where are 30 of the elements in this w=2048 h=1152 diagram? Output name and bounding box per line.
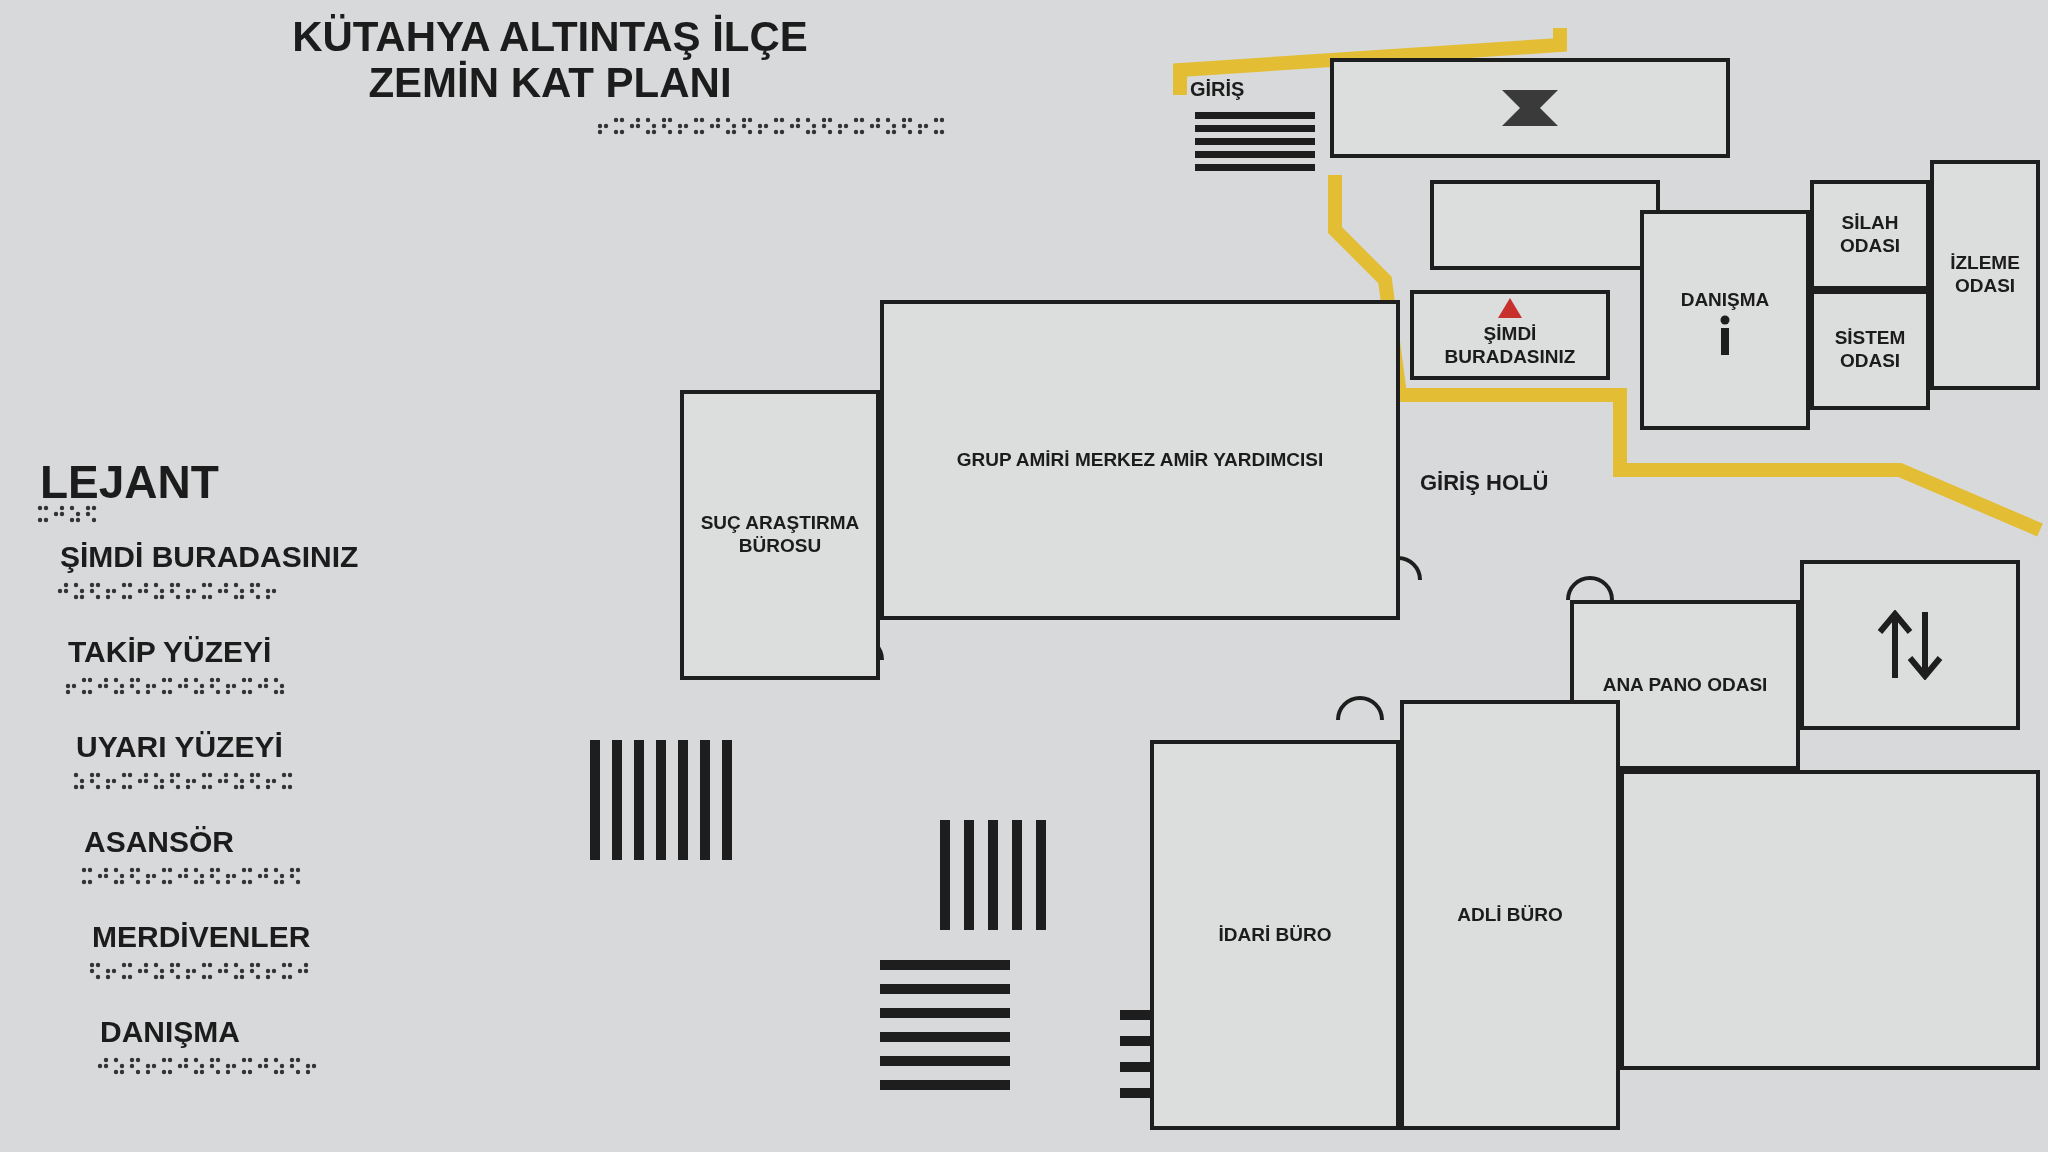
legend-heading: LEJANT [40, 455, 219, 509]
room-label: GRUP AMİRİ MERKEZ AMİR YARDIMCISI [955, 447, 1325, 472]
room-outline [1410, 290, 1610, 380]
room-outline [1930, 160, 2040, 390]
legend-entry: ASANSÖR [84, 825, 234, 859]
area-label: GİRİŞ [1190, 78, 1245, 101]
legend-entry: MERDİVENLER [92, 920, 311, 954]
room-label: İZLEME ODASI [1949, 251, 2021, 298]
legend-entry: ŞİMDİ BURADASINIZ [60, 540, 359, 574]
legend-entry: UYARI YÜZEYİ [76, 730, 283, 764]
room-label: ANA PANO ODASI [1601, 672, 1769, 697]
legend-entry: DANIŞMA [100, 1015, 240, 1049]
room-label: SUÇ ARAŞTIRMA BÜROSU [699, 511, 861, 558]
room-outline [680, 390, 880, 680]
room-label: SİLAH ODASI [1838, 211, 1902, 258]
room-outline [1330, 58, 1730, 158]
room-outline [1620, 770, 2040, 1070]
room-label: SİSTEM ODASI [1833, 326, 1907, 373]
room-label: İDARİ BÜRO [1217, 922, 1333, 947]
room-label: ADLİ BÜRO [1456, 902, 1564, 927]
area-label: GİRİŞ HOLÜ [1420, 470, 1549, 496]
room-outline [880, 300, 1400, 620]
legend-entry: TAKİP YÜZEYİ [68, 635, 272, 669]
room-outline [1430, 180, 1660, 270]
room-label: DANIŞMA [1679, 287, 1771, 312]
title: KÜTAHYA ALTINTAŞ İLÇE ZEMİN KAT PLANI [291, 14, 809, 107]
room-outline [1800, 560, 2020, 730]
room-label: ŞİMDİ BURADASINIZ [1443, 322, 1577, 369]
room-outline [1640, 210, 1810, 430]
room-outline [1150, 740, 1400, 1130]
